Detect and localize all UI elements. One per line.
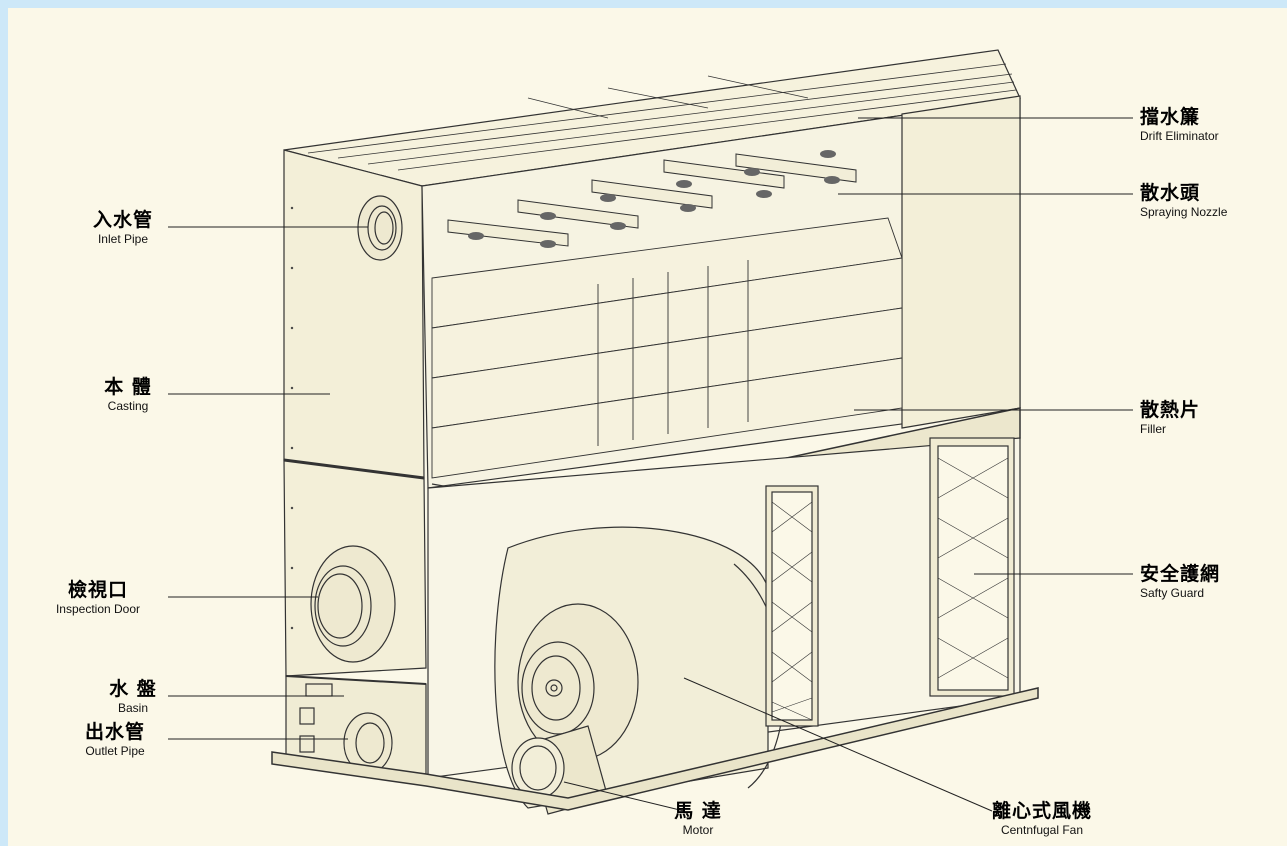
label-centrifugal-fan: 離心式風機 Centnfugal Fan	[982, 800, 1102, 837]
label-motor: 馬 達 Motor	[668, 800, 728, 837]
label-casting: 本 體 Casting	[88, 376, 168, 413]
label-zh: 散水頭	[1140, 182, 1201, 204]
leader-centrifugal-fan	[683, 677, 993, 812]
label-zh: 擋水簾	[1140, 106, 1201, 128]
filler-block	[431, 217, 903, 479]
label-zh: 檢視口	[67, 579, 128, 601]
label-spraying-nozzle: 散水頭 Spraying Nozzle	[1140, 182, 1228, 219]
label-en: Filler	[1140, 422, 1166, 436]
inlet-flange	[357, 195, 403, 261]
label-zh: 離心式風機	[991, 800, 1092, 822]
label-safety-guard: 安全護網 Safty Guard	[1140, 563, 1221, 600]
label-en: Drift Eliminator	[1140, 129, 1219, 143]
casting-panel	[283, 149, 425, 479]
label-en: Safty Guard	[1140, 586, 1205, 600]
label-zh: 水 盤	[109, 678, 157, 700]
label-en: Casting	[107, 399, 149, 413]
label-en: Inlet Pipe	[97, 232, 149, 246]
safety-guard-left	[765, 485, 819, 727]
right-panel	[901, 95, 1021, 429]
label-en: Inspection Door	[55, 602, 141, 616]
label-basin: 水 盤 Basin	[98, 678, 168, 715]
cooling-tower-drawing	[168, 49, 1133, 815]
outlet-flange	[299, 683, 393, 774]
base-frame	[271, 687, 1039, 811]
label-inlet-pipe: 入水管 Inlet Pipe	[78, 209, 168, 246]
label-en: Motor	[682, 823, 714, 837]
label-inspection-door: 檢視口 Inspection Door	[28, 579, 168, 616]
safety-guard-right	[929, 437, 1015, 697]
label-zh: 出水管	[84, 721, 145, 743]
label-zh: 入水管	[92, 209, 153, 231]
label-zh: 馬 達	[674, 800, 722, 822]
label-en: Spraying Nozzle	[1140, 205, 1228, 219]
label-filler: 散熱片 Filler	[1140, 399, 1201, 436]
motor	[511, 725, 609, 815]
inspection-door	[310, 545, 396, 663]
label-en: Centnfugal Fan	[1000, 823, 1084, 837]
leader-motor	[563, 781, 685, 812]
label-outlet-pipe: 出水管 Outlet Pipe	[62, 721, 168, 758]
label-en: Basin	[117, 701, 149, 715]
label-drift-eliminator: 擋水簾 Drift Eliminator	[1140, 106, 1219, 143]
label-zh: 安全護網	[1140, 563, 1221, 585]
label-zh: 本 體	[104, 376, 152, 398]
label-en: Outlet Pipe	[85, 744, 145, 758]
label-zh: 散熱片	[1140, 399, 1201, 421]
spray-pipes	[447, 153, 857, 247]
diagram-canvas: 擋水簾 Drift Eliminator 散水頭 Spraying Nozzle…	[8, 8, 1287, 846]
